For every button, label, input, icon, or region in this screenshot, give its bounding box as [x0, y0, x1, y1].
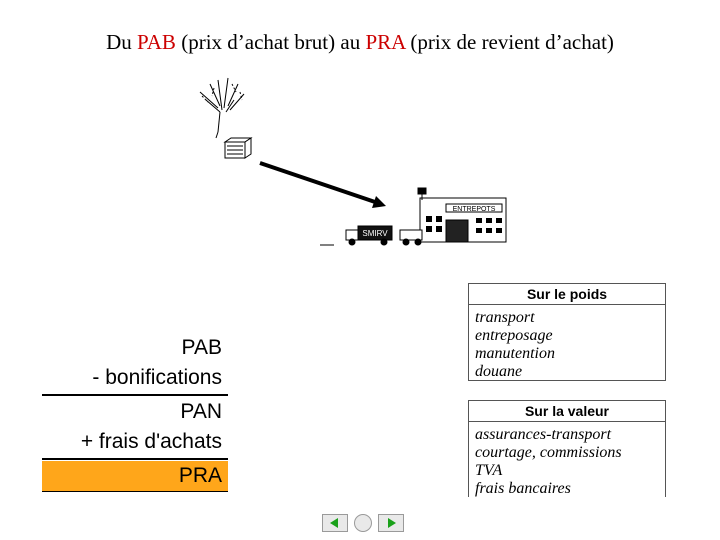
warehouse-label: ENTREPOTS — [453, 206, 496, 213]
calc-bonifications: - bonifications — [92, 366, 222, 389]
value-costs-header: Sur la valeur — [469, 401, 665, 422]
weight-costs-box: Sur le poids transport entreposage manut… — [468, 283, 666, 381]
arrow-icon — [259, 161, 386, 208]
palm-tree-icon — [199, 77, 245, 139]
list-item: courtage, commissions — [475, 444, 622, 461]
calc-divider — [42, 458, 228, 460]
home-button[interactable] — [354, 514, 372, 532]
slide-navigation — [322, 514, 404, 532]
title-term-pra: PRA — [365, 30, 406, 54]
value-costs-list: assurances-transport courtage, commissio… — [469, 422, 665, 498]
crate-icon — [223, 137, 253, 159]
title-mid: (prix d’achat brut) au — [175, 30, 366, 54]
list-item: frais bancaires — [475, 480, 571, 497]
next-icon — [388, 518, 396, 528]
weight-costs-header: Sur le poids — [469, 284, 665, 305]
warehouse-icon: ENTREPOTS — [417, 187, 507, 243]
calc-frais: + frais d'achats — [80, 430, 222, 453]
list-item: douane — [475, 363, 523, 380]
title-suffix: (prix de revient d’achat) — [405, 30, 614, 54]
title-term-pab: PAB — [137, 30, 176, 54]
supply-chain-illustration: ENTREPOTS SMIRV — [199, 77, 507, 246]
list-item: transport — [475, 309, 535, 326]
list-item: manutention — [475, 345, 555, 362]
calc-pan: PAN — [180, 400, 222, 423]
calc-divider — [42, 394, 228, 396]
calc-pra: PRA — [42, 461, 228, 492]
truck-icon: SMIRV — [320, 225, 423, 246]
list-item: entreposage — [475, 327, 553, 344]
page-title: Du PAB (prix d’achat brut) au PRA (prix … — [0, 30, 720, 55]
list-item: TVA — [475, 462, 503, 479]
previous-button[interactable] — [322, 514, 348, 532]
previous-icon — [330, 518, 338, 528]
list-item: assurances-transport — [475, 426, 612, 443]
value-costs-box: Sur la valeur assurances-transport court… — [468, 400, 666, 497]
price-calculation: PAB - bonifications PAN + frais d'achats… — [42, 333, 228, 492]
next-button[interactable] — [378, 514, 404, 532]
weight-costs-list: transport entreposage manutention douane — [469, 305, 665, 381]
truck-label: SMIRV — [362, 229, 388, 238]
calc-pab: PAB — [181, 336, 222, 359]
title-prefix: Du — [106, 30, 138, 54]
